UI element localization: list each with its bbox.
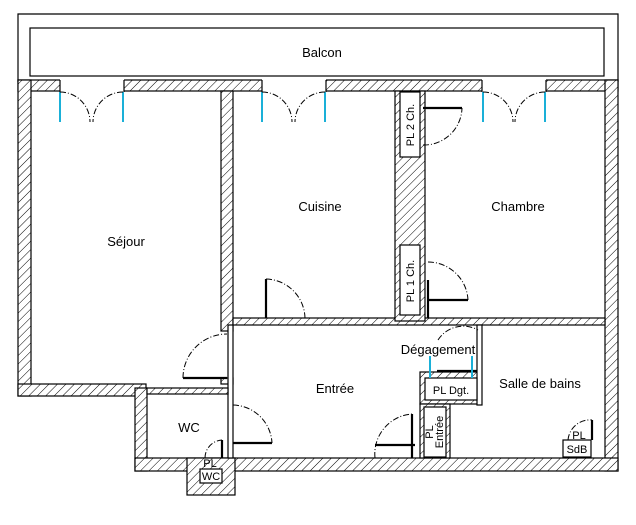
- room-label-wc: WC: [178, 420, 200, 435]
- closet-label-pl-wc-1: PL: [203, 458, 216, 470]
- room-label-sejour: Séjour: [107, 234, 145, 249]
- doors: [182, 106, 594, 459]
- closet-pl-1-ch[interactable]: [399, 244, 421, 316]
- room-label-degagement: Dégagement: [401, 342, 476, 357]
- windows: [59, 79, 547, 123]
- closet-label-pl-wc-2: WC: [202, 471, 220, 483]
- closet-pl-dgt[interactable]: [424, 377, 478, 401]
- closet-label-pl-entree-2: Entrée: [434, 416, 446, 448]
- balcony: Balcon: [17, 13, 619, 82]
- room-label-entree: Entrée: [316, 381, 354, 396]
- room-label-balcon: Balcon: [302, 45, 342, 60]
- closet-label-pl-entree-1: PL: [424, 425, 436, 438]
- exterior-walls: [17, 79, 619, 496]
- room-label-chambre: Chambre: [491, 199, 544, 214]
- closet-pl-2-ch[interactable]: [399, 91, 421, 158]
- closet-label-pl-dgt: PL Dgt.: [433, 385, 469, 397]
- room-label-cuisine: Cuisine: [298, 199, 341, 214]
- closet-label-pl-sdb-1: PL: [572, 430, 585, 442]
- closet-label-pl-1-ch: PL 1 Ch.: [405, 260, 417, 302]
- closet-pl-entree[interactable]: [423, 406, 447, 458]
- room-label-salle-de-bains: Salle de bains: [499, 376, 581, 391]
- interior-walls: [146, 90, 606, 459]
- closets: PL 2 Ch. PL 1 Ch. PL Dgt. PL Entrée PL S…: [199, 91, 592, 484]
- room-labels: Séjour Cuisine Chambre Dégagement Entrée…: [107, 199, 581, 435]
- closet-pl-wc[interactable]: [199, 468, 223, 484]
- closet-pl-sdb[interactable]: [562, 439, 592, 458]
- closet-label-pl-sdb-2: SdB: [567, 444, 588, 456]
- closet-label-pl-2-ch: PL 2 Ch.: [405, 104, 417, 146]
